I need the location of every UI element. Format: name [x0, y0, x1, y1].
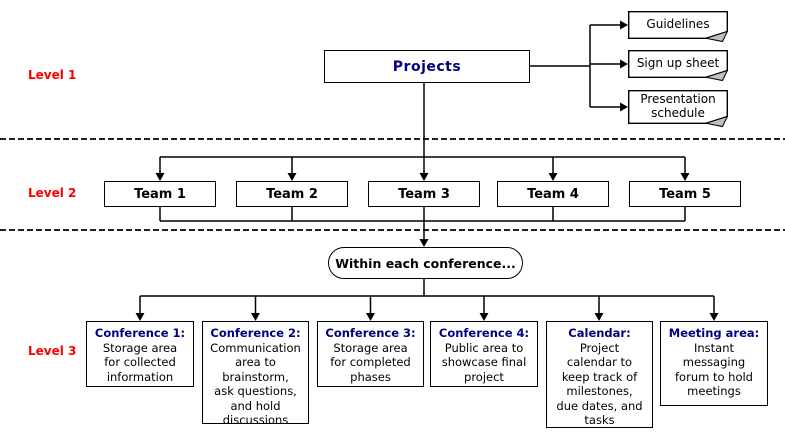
- level-3-label: Level 3: [28, 344, 77, 358]
- area-body: Public area to showcase final project: [441, 340, 527, 384]
- area-body: Project calendar to keep track of milest…: [556, 340, 643, 428]
- conference-4-box: Conference 4: Public area to showcase fi…: [430, 321, 538, 387]
- document-label: Sign up sheet: [636, 55, 720, 70]
- document-presentation-schedule: Presentation schedule: [628, 90, 728, 128]
- projects-box: Projects: [324, 50, 530, 83]
- team-2-box: Team 2: [236, 181, 348, 207]
- team-label: Team 2: [266, 186, 318, 202]
- area-title: Conference 4:: [438, 326, 530, 340]
- document-label: Presentation schedule: [640, 92, 716, 120]
- conference-2-box: Conference 2: Communication area to brai…: [202, 321, 309, 427]
- team-1-box: Team 1: [104, 181, 216, 207]
- scope-note-label: Within each conference...: [335, 255, 516, 271]
- folded-page-icon: [628, 90, 728, 128]
- area-title: Calendar:: [568, 326, 631, 340]
- meeting-area-box: Meeting area: Instant messaging forum to…: [660, 321, 768, 406]
- area-body: Storage area for completed phases: [330, 340, 411, 384]
- document-guidelines: Guidelines: [628, 11, 728, 43]
- level-2-label: Level 2: [28, 186, 77, 200]
- area-body: Instant messaging forum to hold meetings: [675, 340, 753, 399]
- area-body: Communication area to brainstorm, ask qu…: [210, 340, 301, 428]
- area-title: Meeting area:: [668, 326, 760, 340]
- team-4-box: Team 4: [497, 181, 609, 207]
- team-label: Team 5: [659, 186, 711, 202]
- within-each-conference-note: Within each conference...: [328, 247, 523, 279]
- folded-page-icon: [628, 11, 728, 43]
- area-title: Conference 2:: [210, 326, 301, 340]
- area-body: Storage area for collected information: [102, 340, 178, 384]
- projects-label: Projects: [392, 58, 462, 75]
- team-label: Team 4: [527, 186, 579, 202]
- area-title: Conference 1:: [94, 326, 186, 340]
- folded-page-icon: [628, 50, 728, 82]
- conference-3-box: Conference 3: Storage area for completed…: [317, 321, 424, 387]
- level-1-label: Level 1: [28, 68, 77, 82]
- team-label: Team 1: [134, 186, 186, 202]
- area-title: Conference 3:: [325, 326, 416, 340]
- team-5-box: Team 5: [629, 181, 741, 207]
- team-label: Team 3: [398, 186, 450, 202]
- document-label: Guidelines: [646, 16, 710, 31]
- conference-1-box: Conference 1: Storage area for collected…: [86, 321, 194, 387]
- document-sign-up-sheet: Sign up sheet: [628, 50, 728, 82]
- team-3-box: Team 3: [368, 181, 480, 207]
- calendar-box: Calendar: Project calendar to keep track…: [546, 321, 653, 428]
